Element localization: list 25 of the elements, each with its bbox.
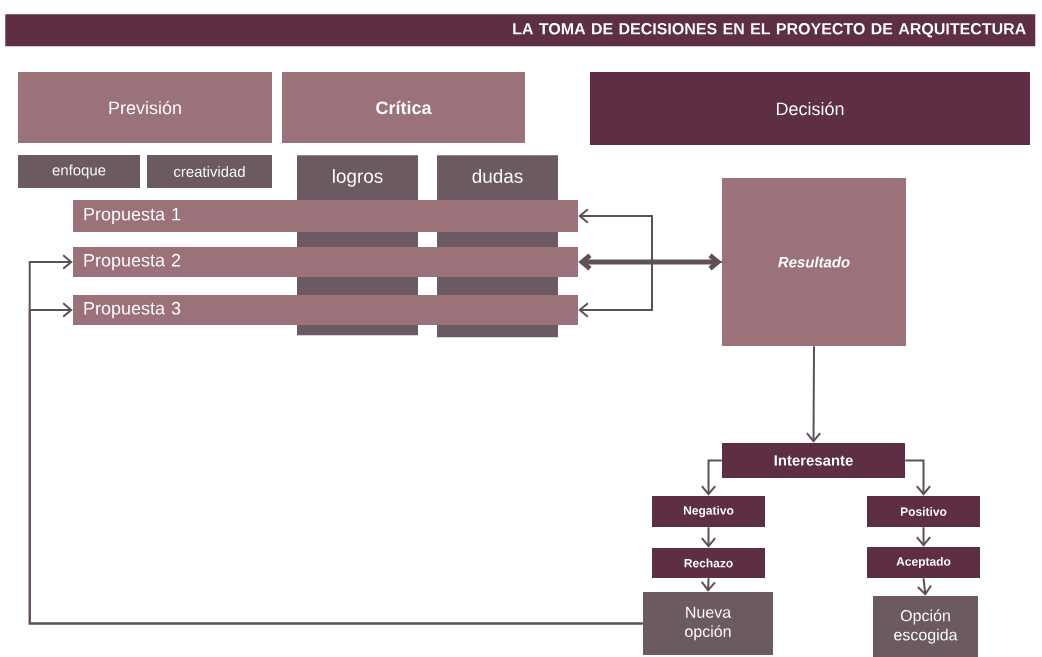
- arrow: [700, 526, 717, 548]
- process-box: Positivo: [867, 496, 980, 527]
- process-box: Rechazo: [652, 548, 765, 578]
- process-box: Aceptado: [867, 547, 980, 578]
- arrow: [805, 345, 822, 443]
- title-bar: LA TOMA DE DECISIONES EN EL PROYECTO DE ARQUITECTURA: [5, 14, 1036, 47]
- heading-box: Previsión: [18, 72, 272, 143]
- heading-box: Crítica: [282, 72, 525, 143]
- arrow: [578, 261, 723, 318]
- proposal-bar: Propuesta 2: [73, 247, 578, 277]
- tag-box: creatividad: [147, 155, 272, 188]
- process-box: Interesante: [722, 443, 905, 478]
- arrow: [916, 577, 933, 596]
- proposal-bar: Propuesta 1: [73, 200, 578, 232]
- arrow: [700, 459, 723, 496]
- proposal-bar: Propuesta 3: [73, 295, 578, 325]
- process-box: Negativo: [652, 496, 765, 527]
- result-box: Resultado: [722, 178, 906, 346]
- tag-box: enfoque: [18, 155, 140, 188]
- heading-box: Decisión: [590, 72, 1030, 145]
- outcome-box: Opción escogida: [873, 596, 978, 657]
- arrow: [915, 526, 932, 547]
- outcome-box: Nueva opción: [643, 592, 773, 655]
- arrow: [904, 459, 932, 496]
- arrow: [578, 253, 722, 271]
